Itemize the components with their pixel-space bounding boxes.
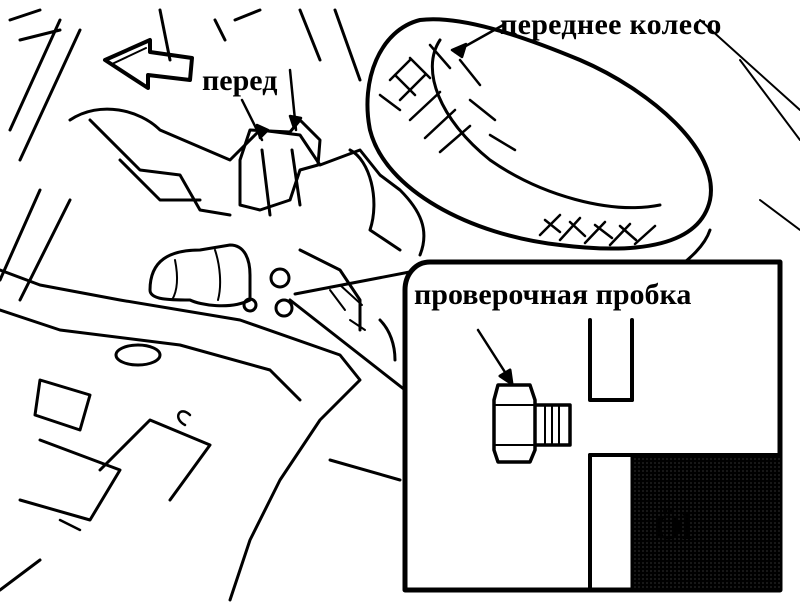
frame-rail [0,268,402,602]
check-plug-bolt [492,383,572,464]
background-frame-lines [0,8,362,302]
leader-lines [240,22,507,142]
front-arrow [103,38,194,90]
inset-detail-box [402,259,783,593]
oil-label: Öl [654,507,693,547]
oil-level-area [632,455,780,590]
front-direction-label: перед [202,64,278,97]
transmission-housing [68,107,426,362]
front-wheel-label: переднее колесо [500,8,722,41]
front-wheel [365,17,800,302]
check-plug-label: проверочная пробка [414,278,692,311]
